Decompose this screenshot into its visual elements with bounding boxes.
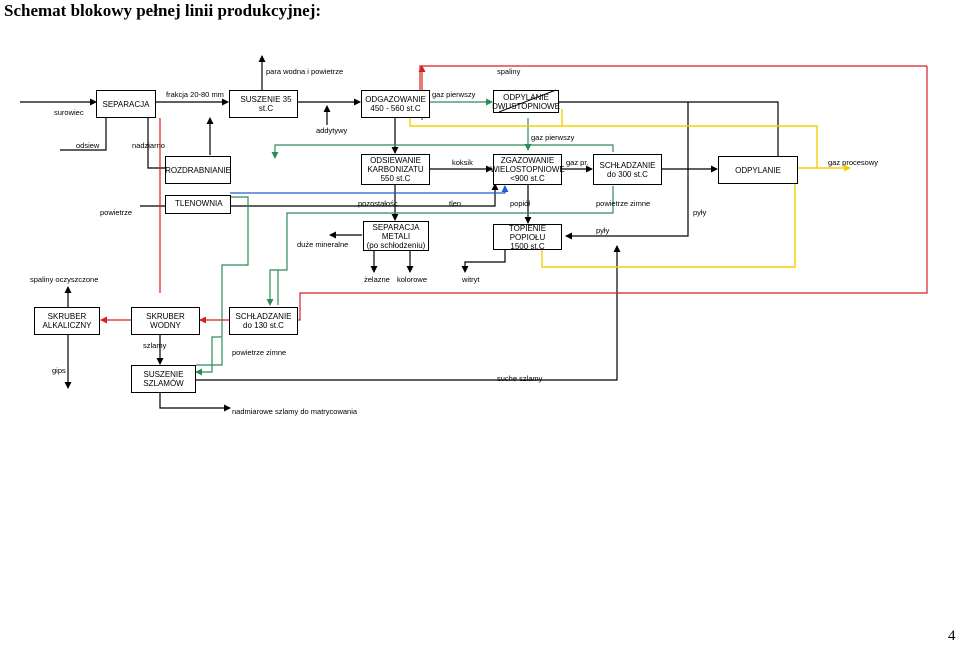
label-zelazne: żelazne (364, 275, 390, 284)
label-powietrze-zimne-2: powietrze zimne (232, 348, 287, 357)
label-surowiec: surowiec (54, 108, 84, 117)
box-separacja-metali[interactable]: SEPARACJA METALI (po schłodzeniu) (363, 221, 429, 251)
label-frakcja: frakcja 20-80 mm (166, 90, 224, 99)
label-popiol: popiół (510, 199, 531, 208)
yellow-gaz-pierwszy (561, 109, 818, 168)
label-addytywy: addytywy (316, 126, 348, 135)
line-nadziarno (147, 118, 165, 169)
label-nadziarno: nadziarno (132, 141, 165, 150)
box-suszenie-szlamow[interactable]: SUSZENIE SZLAMÓW (131, 365, 196, 393)
page-number: 4 (948, 628, 956, 644)
label-tlen: tlen (449, 199, 462, 208)
arrow-suche-szlamy (195, 245, 621, 381)
box-schladzanie-130[interactable]: SCHŁADZANIE do 130 st.C (229, 307, 298, 335)
label-spaliny: spaliny (497, 67, 521, 76)
box-odpylanie-dwustopniowe[interactable]: ODPYLANIE DWUSTOPNIOWE (492, 90, 560, 113)
box-skruber-alkaliczny[interactable]: SKRUBER ALKALICZNY (34, 307, 100, 335)
arrow-witryt (461, 250, 506, 273)
label-kolorowe: kolorowe (397, 275, 428, 284)
box-separacja[interactable]: SEPARACJA (96, 90, 156, 118)
page-title: Schemat blokowy pełnej linii produkcyjne… (4, 1, 322, 20)
arrow-pyly-topienie (565, 102, 689, 240)
label-powietrze: powietrze (100, 208, 133, 217)
label-gaz-pr: gaz pr. (566, 158, 589, 167)
label-gaz-pierwszy-1: gaz pierwszy (432, 90, 476, 99)
label-odsiew: odsiew (76, 141, 100, 150)
label-koksik: koksik (452, 158, 473, 167)
red-spaliny-loop (298, 66, 928, 321)
label-pyly-1: pyły (693, 208, 707, 217)
box-schladzanie-300[interactable]: SCHŁADZANIE do 300 st.C (593, 154, 662, 185)
line-separacja-odsiew (60, 118, 107, 151)
label-szlamy: szlamy (143, 341, 167, 350)
box-odgazowanie[interactable]: ODGAZOWANIE 450 - 560 st.C (361, 90, 430, 118)
arrow-nadmiarowe (159, 392, 231, 412)
green-suszenie (196, 338, 223, 366)
label-para-wodna: para wodna i powietrze (266, 67, 344, 76)
green-gaz-pierwszy-loop (271, 144, 614, 159)
label-duze-mineralne: duże mineralne (297, 240, 349, 249)
label-powietrze-zimne-1: powietrze zimne (596, 199, 651, 208)
strike-line (498, 89, 557, 113)
box-skruber-wodny[interactable]: SKRUBER WODNY (131, 307, 200, 335)
box-odpylanie[interactable]: ODPYLANIE (718, 156, 798, 184)
blue-tlen (230, 185, 509, 194)
box-topienie[interactable]: TOPIENIE POPIOŁU 1500 st.C (493, 224, 562, 251)
box-odsiewanie[interactable]: ODSIEWANIE KARBONIZATU 550 st.C (361, 154, 430, 185)
box-tlenownia[interactable]: TLENOWNIA (165, 195, 231, 214)
label-gaz-procesowy: gaz procesowy (828, 158, 879, 167)
yellow-odpylanie-back (541, 177, 799, 268)
label-gaz-pierwszy-2: gaz pierwszy (531, 133, 575, 142)
label-witryt: witryt (462, 275, 480, 284)
label-gips: gips (52, 366, 66, 375)
green-tlenownia (195, 196, 249, 376)
label-pyly-2: pyły (596, 226, 610, 235)
yellow-gaz-pierwszy-odgazowanie (409, 118, 562, 127)
label-suche-szlamy: suche szlamy (497, 374, 543, 383)
arrow-powietrze (140, 183, 499, 207)
box-suszenie[interactable]: SUSZENIE 35 st.C (229, 90, 298, 118)
box-zgazowanie[interactable]: ZGAZOWANIE WIELOSTOPNIOWE <900 st.C (490, 154, 565, 185)
label-nadmiarowe: nadmiarowe szlamy do matrycowania (232, 407, 358, 416)
green-zimne-left (266, 186, 614, 306)
label-spaliny-oczyszczone: spaliny oczyszczone (30, 275, 99, 284)
box-rozdrabnianie[interactable]: ROZDRABNIANIE (165, 156, 231, 184)
label-pozostalosc: pozostałośc (358, 199, 398, 208)
